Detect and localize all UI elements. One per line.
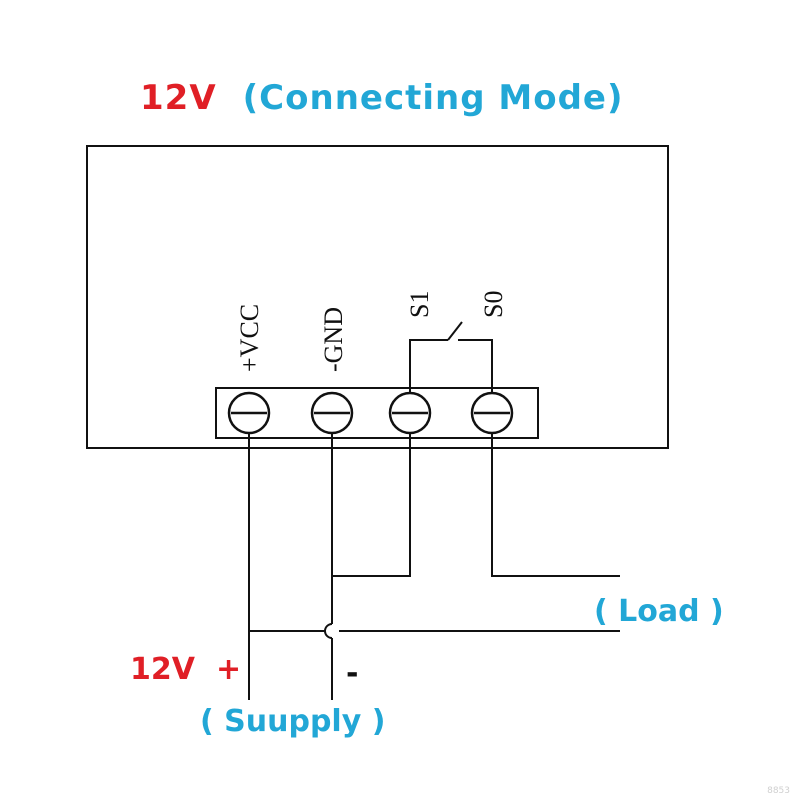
terminal-label-vcc: +VCC	[235, 304, 264, 372]
title-mode: (Connecting Mode)	[242, 78, 624, 118]
terminal-label-gnd: -GND	[319, 307, 348, 372]
screw-vcc	[227, 391, 271, 435]
screw-gnd	[310, 391, 354, 435]
switch	[409, 321, 493, 392]
terminal-screws	[227, 391, 514, 435]
terminal-label-s1: S1	[405, 291, 434, 318]
wire-s1	[332, 433, 411, 577]
supply-plus-label: +	[216, 652, 242, 687]
wire-s0-load	[491, 433, 620, 577]
wire-gnd-crossover	[324, 623, 333, 639]
screw-s0	[470, 391, 514, 435]
watermark: 8853	[767, 786, 790, 796]
supply-voltage-label: 12V	[130, 652, 195, 687]
terminal-block	[215, 387, 539, 439]
title-voltage: 12V	[140, 78, 217, 118]
screw-s1	[388, 391, 432, 435]
diagram-title: 12V (Connecting Mode)	[140, 78, 624, 118]
supply-label: ( Suupply )	[200, 704, 386, 739]
load-label: ( Load )	[594, 594, 724, 629]
wires	[248, 433, 620, 700]
module-box	[86, 145, 669, 449]
terminal-label-s0: S0	[479, 291, 508, 318]
supply-minus-label: -	[346, 656, 359, 691]
